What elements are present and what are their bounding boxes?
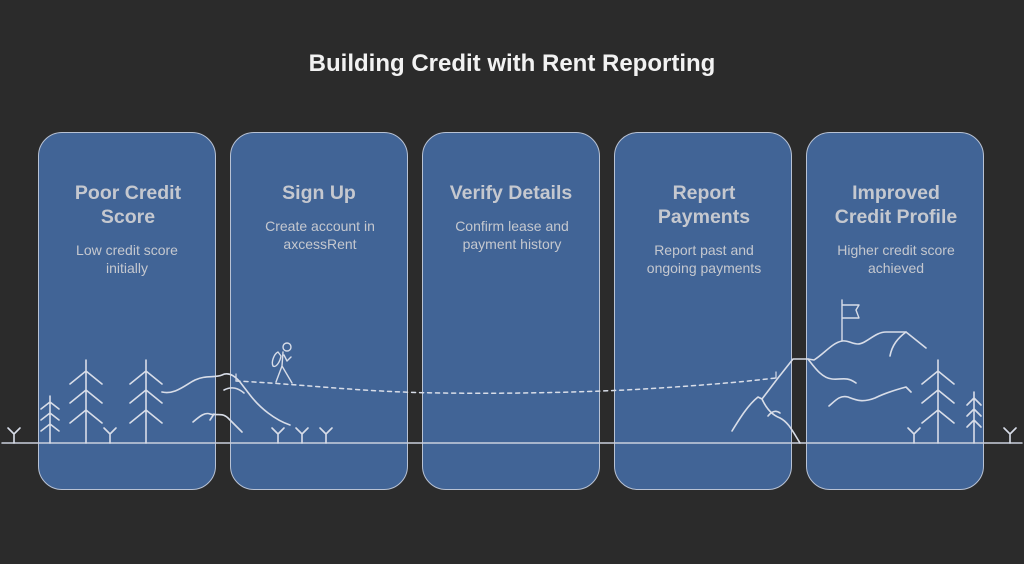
step-description: Low credit score initially [76, 242, 178, 276]
diagram-title: Building Credit with Rent Reporting [308, 50, 716, 77]
step-card-report-payments: Report Payments Report past and ongoing … [614, 132, 792, 490]
step-card-poor-credit-score: Poor Credit Score Low credit score initi… [38, 132, 216, 490]
step-title: Report Payments [657, 182, 751, 228]
step-card-improved-credit-profile: Improved Credit Profile Higher credit sc… [806, 132, 984, 490]
step-description: Confirm lease and payment history [455, 218, 569, 252]
step-description: Create account in axcessRent [265, 218, 375, 252]
step-title: Poor Credit Score [74, 182, 182, 228]
step-card-verify-details: Verify Details Confirm lease and payment… [422, 132, 600, 490]
step-card-sign-up: Sign Up Create account in axcessRent [230, 132, 408, 490]
step-title: Improved Credit Profile [834, 182, 958, 228]
step-title: Sign Up [282, 182, 356, 204]
step-title: Verify Details [449, 182, 573, 204]
step-description: Higher credit score achieved [837, 242, 955, 276]
step-description: Report past and ongoing payments [646, 242, 762, 276]
